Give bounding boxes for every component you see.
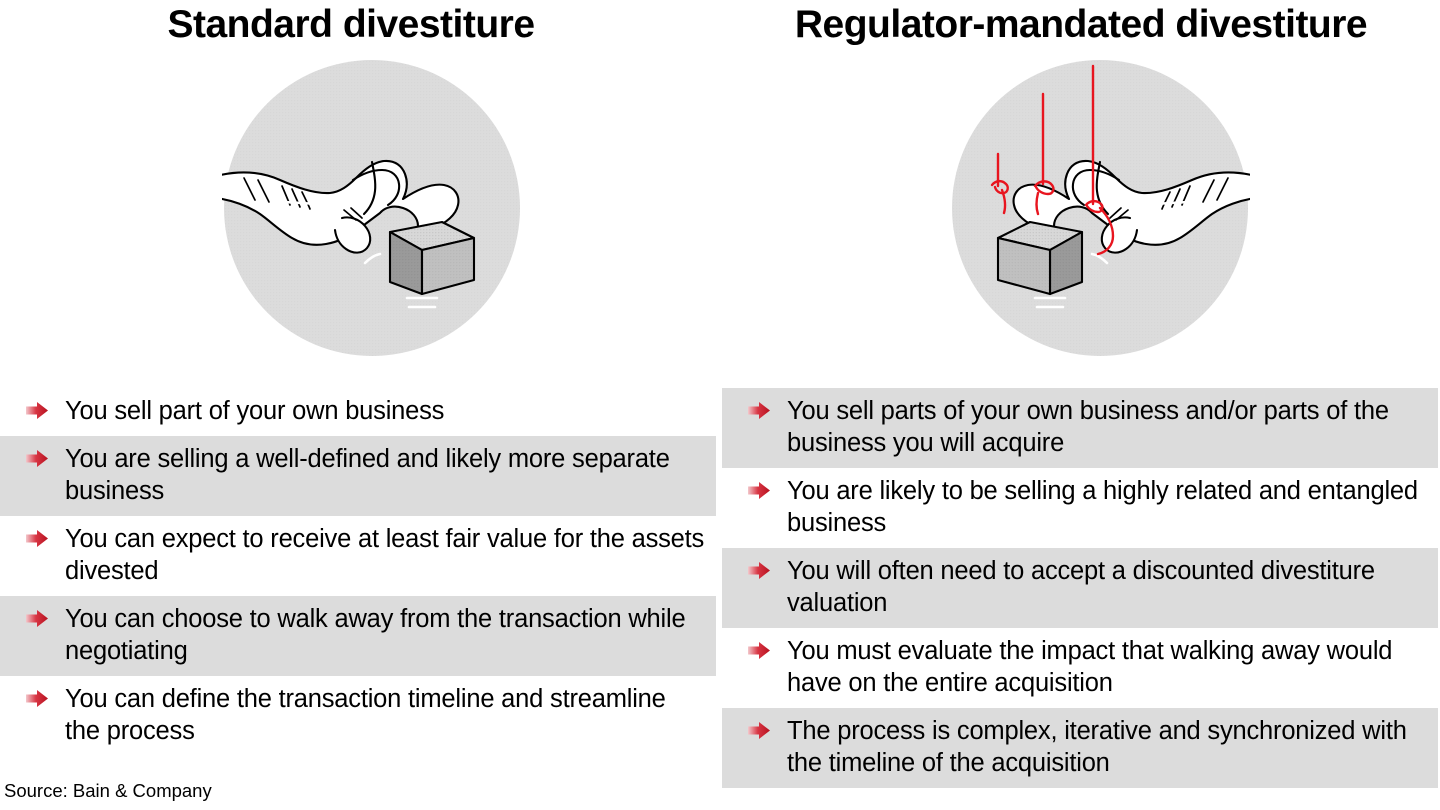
motion-lines [282, 200, 439, 309]
bullet-text: You sell parts of your own business and/… [787, 397, 1389, 457]
bullet-item: You are selling a well-defined and likel… [0, 436, 716, 516]
bullet-item: You sell part of your own business [0, 388, 716, 436]
bullet-list-standard: You sell part of your own business You a… [0, 388, 716, 756]
red-arrow-bullet-icon [26, 402, 48, 419]
bullet-item: The process is complex, iterative and sy… [722, 708, 1438, 788]
bullet-text: The process is complex, iterative and sy… [787, 717, 1407, 777]
bullet-text: You sell part of your own business [65, 397, 445, 425]
source-note: Source: Bain & Company [4, 780, 212, 801]
bullet-text: You will often need to accept a discount… [787, 557, 1375, 617]
bullet-text: You can expect to receive at least fair … [65, 525, 705, 585]
bullet-item: You can define the transaction timeline … [0, 676, 716, 756]
red-arrow-bullet-icon [748, 722, 770, 739]
red-arrow-bullet-icon [748, 482, 770, 499]
cube-asset [996, 220, 1084, 296]
illustration-regulator-mandated-divestiture [950, 58, 1250, 358]
red-arrow-bullet-icon [26, 610, 48, 627]
red-arrow-bullet-icon [748, 562, 770, 579]
bullet-item: You will often need to accept a discount… [722, 548, 1438, 628]
bullet-text: You are likely to be selling a highly re… [787, 477, 1418, 537]
bullet-text: You can choose to walk away from the tra… [65, 605, 686, 665]
hand-line-art [222, 159, 460, 254]
red-arrow-bullet-icon [748, 642, 770, 659]
cube-asset [388, 220, 476, 296]
column-title-regulator-mandated: Regulator-mandated divestiture [794, 3, 1368, 46]
red-arrow-bullet-icon [26, 450, 48, 467]
red-arrow-bullet-icon [748, 402, 770, 419]
bullet-text: You can define the transaction timeline … [65, 685, 666, 745]
bullet-list-regulator-mandated: You sell parts of your own business and/… [722, 388, 1438, 788]
red-arrow-bullet-icon [26, 690, 48, 707]
red-arrow-bullet-icon [26, 530, 48, 547]
bullet-item: You can expect to receive at least fair … [0, 516, 716, 596]
motion-lines [1033, 200, 1190, 309]
bullet-item: You can choose to walk away from the tra… [0, 596, 716, 676]
illustration-standard-divestiture [222, 58, 522, 358]
bullet-text: You are selling a well-defined and likel… [65, 445, 670, 505]
regulator-strings [990, 64, 1115, 256]
column-title-standard: Standard divestiture [167, 3, 535, 46]
bullet-item: You are likely to be selling a highly re… [722, 468, 1438, 548]
bullet-item: You sell parts of your own business and/… [722, 388, 1438, 468]
bullet-item: You must evaluate the impact that walkin… [722, 628, 1438, 708]
bullet-text: You must evaluate the impact that walkin… [787, 637, 1393, 697]
